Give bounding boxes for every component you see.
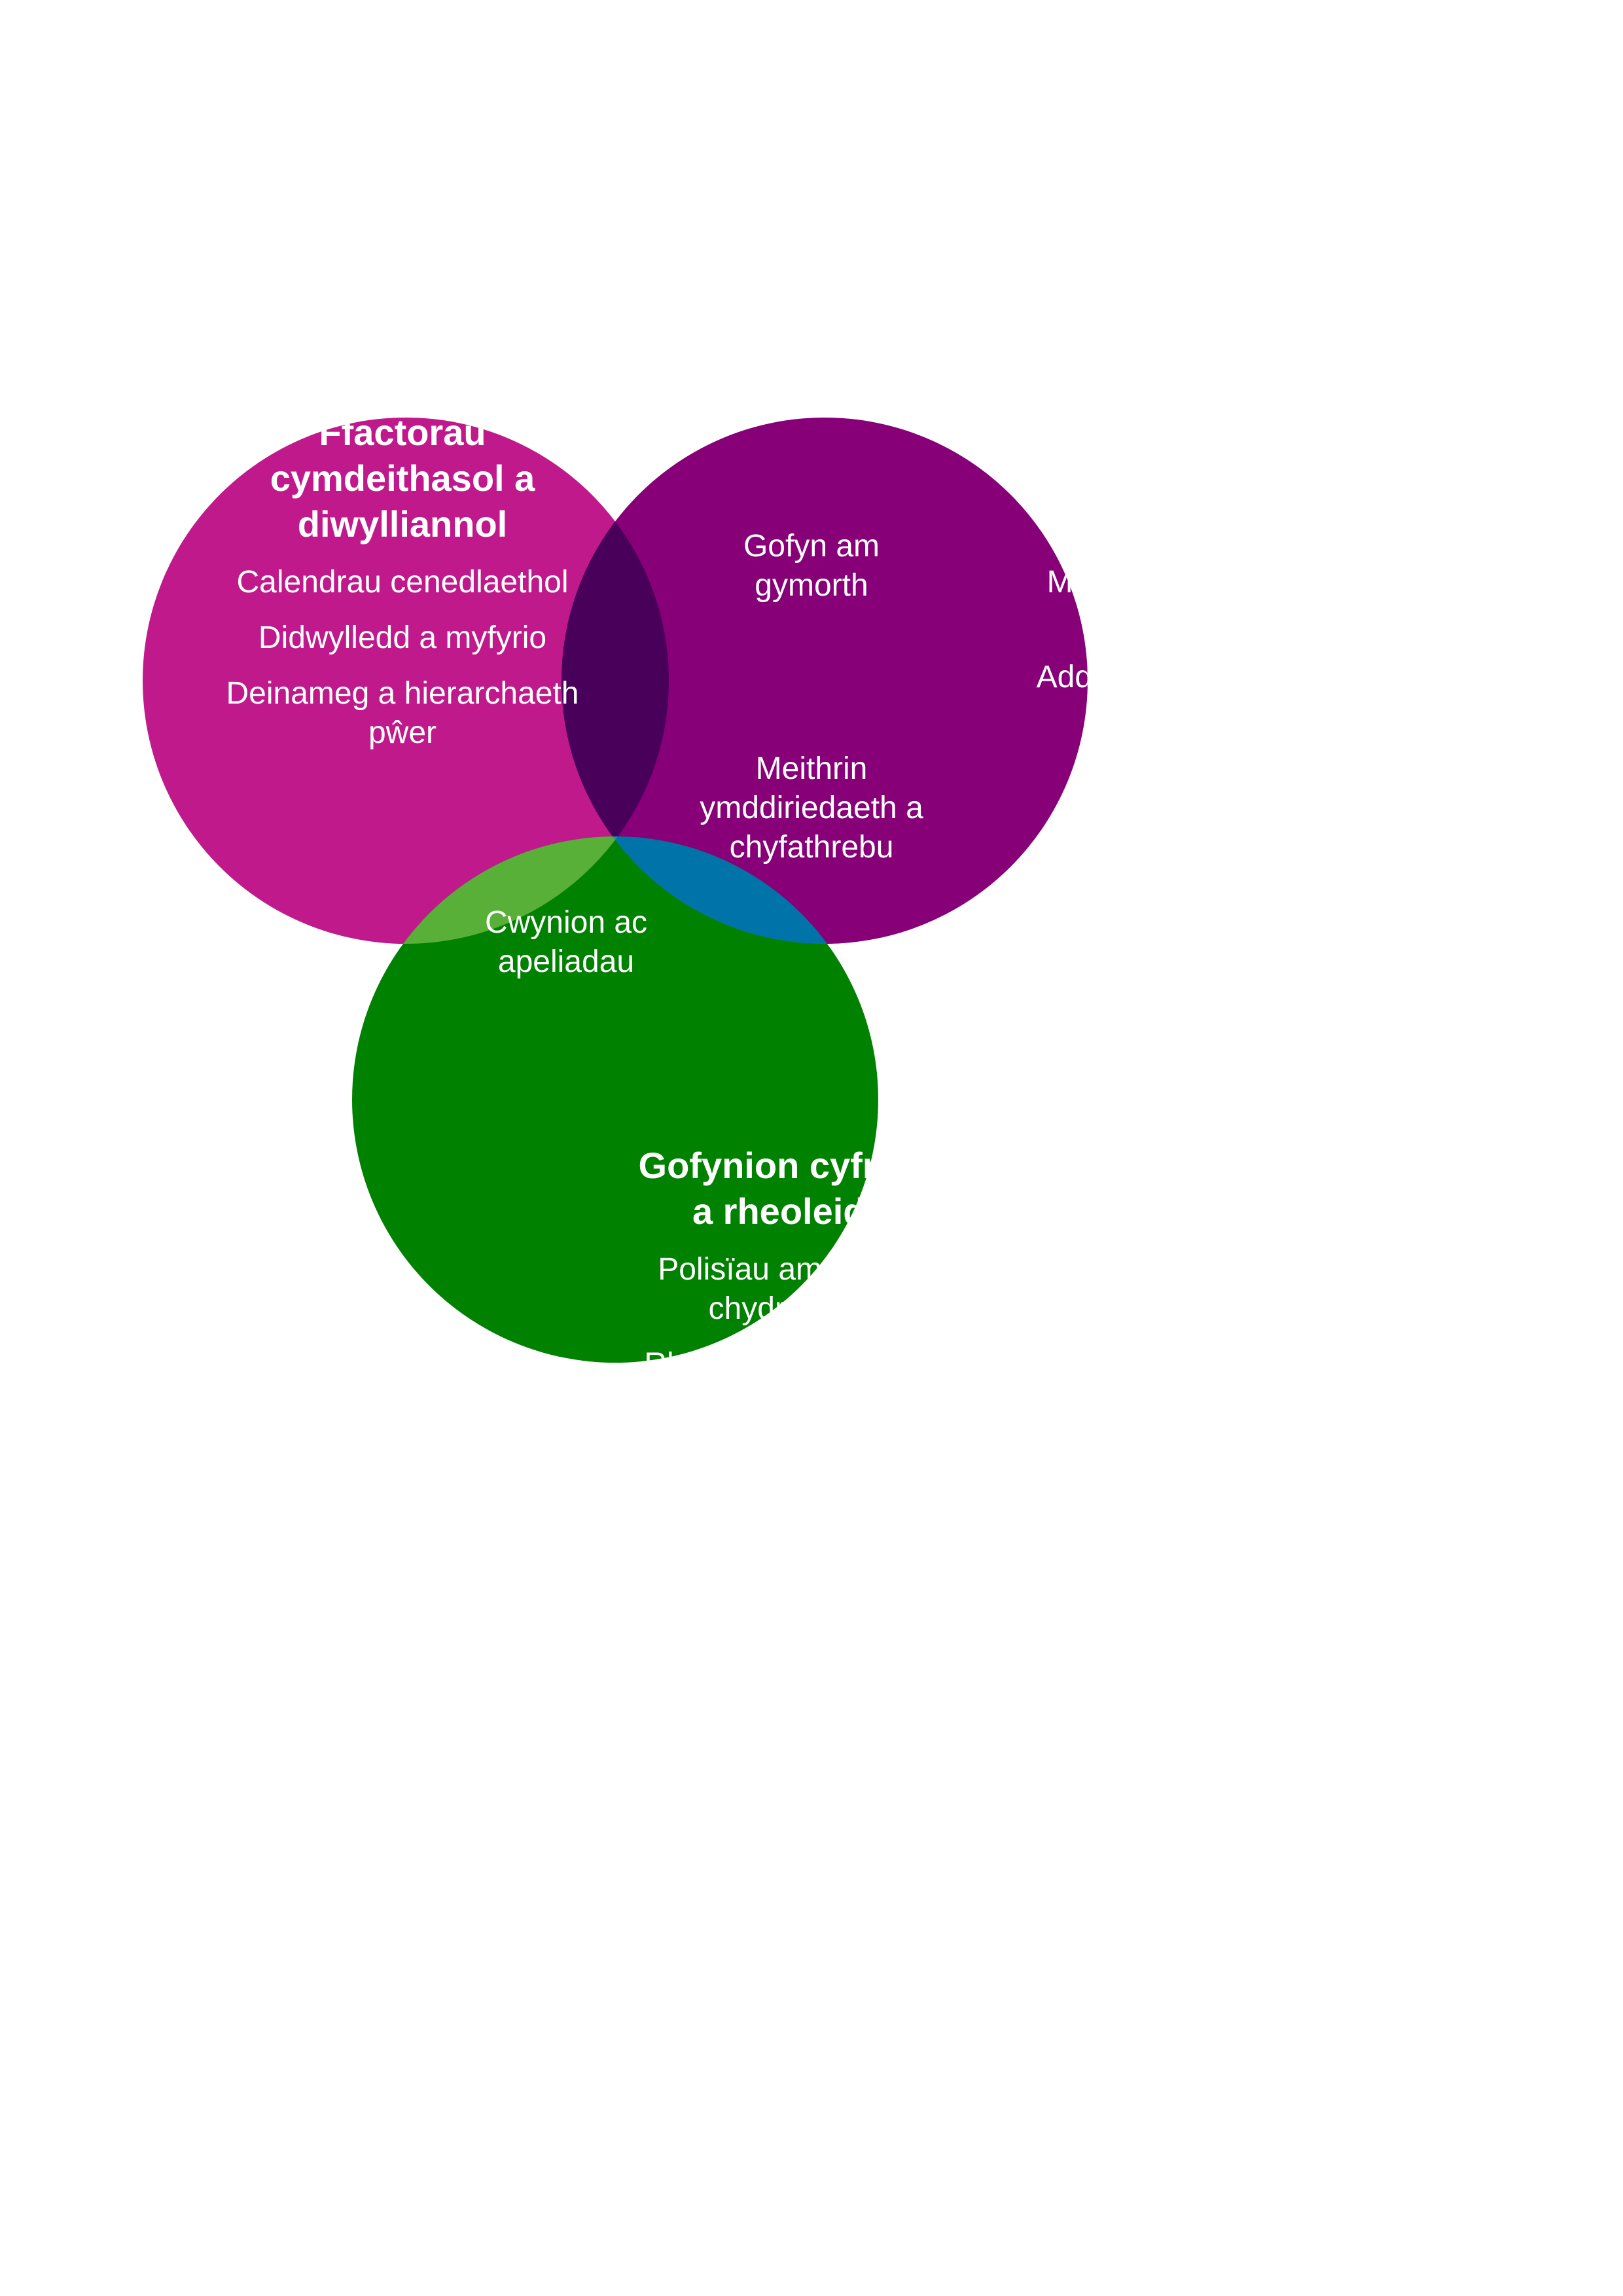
bottom-circle: [352, 836, 878, 1363]
left-item-3: Deinameg a hierarchaeth: [226, 676, 579, 711]
right-item-3a: Addasu’r cwricwlwm i’r: [1037, 660, 1353, 694]
overlap-left-right-line-2: gymorth: [755, 568, 868, 603]
right-item-2b: graddio: [1142, 604, 1247, 639]
left-circle: [143, 418, 669, 944]
bottom-title-line-2: a rheoleiddiol: [692, 1191, 931, 1232]
overlap-left-right-line-1: Gofyn am: [743, 529, 880, 564]
right-item-1b: dysgu ac asesu: [1085, 509, 1304, 544]
right-circle-text: Dysgu, addysgu ac asesu Dulliau addysgu,…: [1037, 363, 1353, 734]
right-title-line-2: addysgu ac asesu: [1037, 408, 1352, 450]
bottom-item-2: Rheoleiddio proffesiynol: [644, 1347, 978, 1382]
right-item-2a: Marc pasio a normau: [1047, 565, 1342, 600]
right-circle: [562, 418, 1088, 944]
overlap-center-line-3: chyfathrebu: [730, 830, 894, 865]
overlap-right-bottom-line-1: Ffurfioldeb: [973, 928, 1122, 963]
overlap-center-line-1: Meithrin: [756, 751, 868, 786]
overlap-center-line-2: ymddiriedaeth a: [700, 791, 923, 825]
bottom-title-line-1: Gofynion cyfreithiol: [639, 1145, 985, 1186]
overlap-right-bottom-line-2: perthnasoedd: [951, 967, 1143, 1002]
right-title-line-1: Dysgu,: [1133, 363, 1256, 404]
left-item-3b: pŵer: [368, 715, 437, 750]
bottom-item-1a: Polisïau amrywiaeth a: [658, 1252, 965, 1287]
overlap-left-bottom-text: Cwynion ac apeliadau: [485, 905, 647, 979]
overlap-left-right-text: Gofyn am gymorth: [743, 529, 880, 603]
left-item-2: Didwylledd a myfyrio: [259, 620, 546, 655]
left-title-line-2: cymdeithasol a: [270, 457, 535, 499]
overlap-right-bottom-text: Ffurfioldeb perthnasoedd: [951, 928, 1143, 1002]
left-circle-text: Ffactorau cymdeithasol a diwylliannol Ca…: [226, 412, 579, 750]
bottom-item-1b: chydraddoldeb: [709, 1291, 915, 1326]
right-item-1a: Dulliau addysgu,: [1079, 470, 1311, 505]
bottom-circle-text: Gofynion cyfreithiol a rheoleiddiol Poli…: [639, 1145, 985, 1382]
overlap-left-bottom-line-1: Cwynion ac: [485, 905, 647, 940]
left-title-line-1: Ffactorau: [319, 412, 486, 453]
left-title-line-3: diwylliannol: [298, 503, 507, 545]
overlap-center-text: Meithrin ymddiriedaeth a chyfathrebu: [700, 751, 923, 865]
right-item-3b: cyd-destun lleol: [1085, 699, 1304, 734]
left-item-1: Calendrau cenedlaethol: [236, 565, 568, 600]
overlap-left-bottom-line-2: apeliadau: [498, 944, 634, 979]
